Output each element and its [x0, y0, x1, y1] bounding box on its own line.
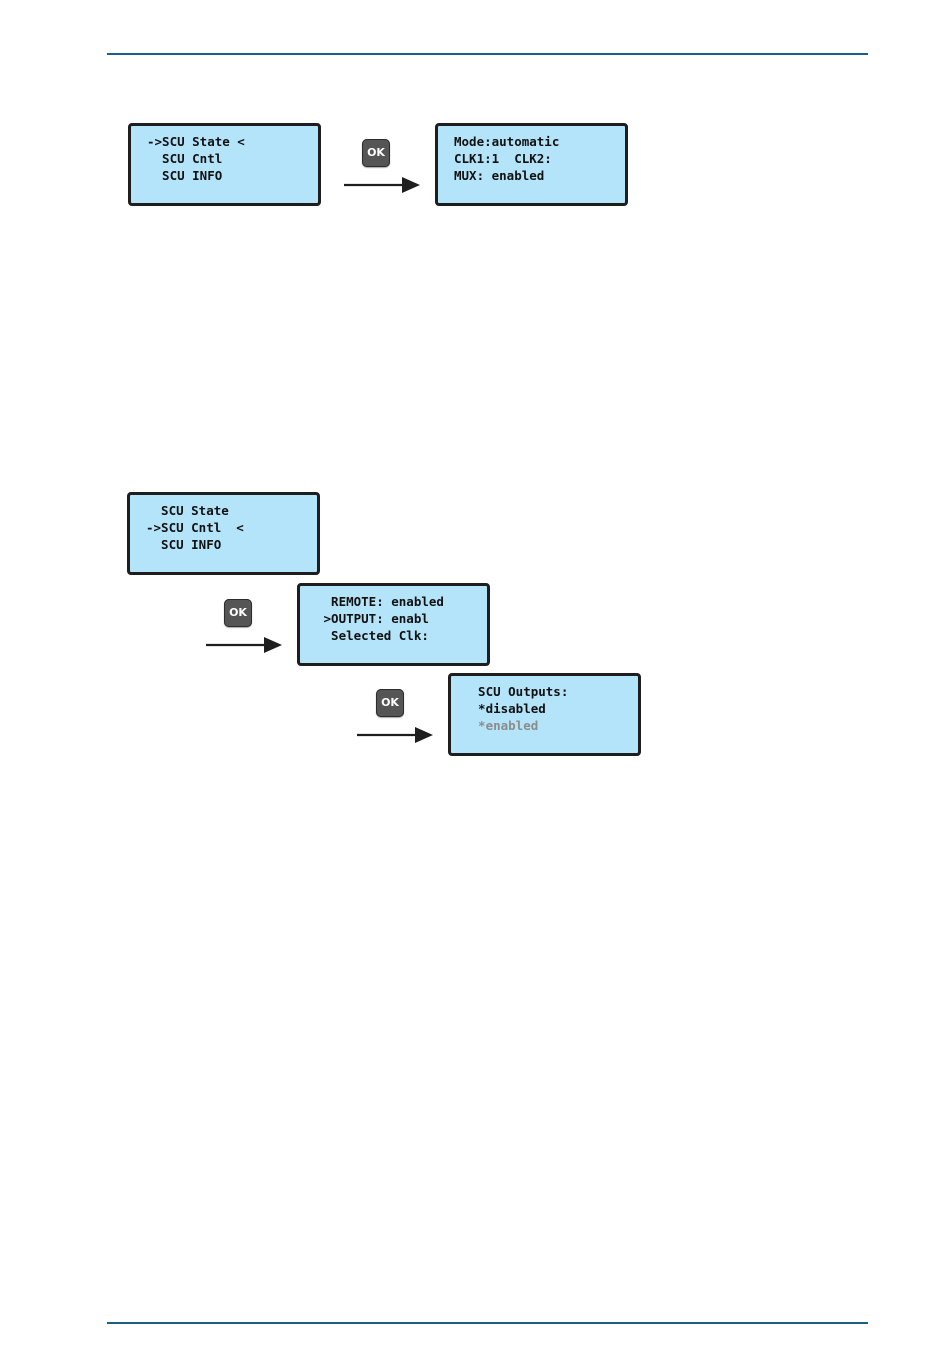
header-rule — [107, 53, 868, 55]
lcd-line: SCU Outputs: — [463, 683, 638, 700]
lcd-line: CLK1:1 CLK2: — [454, 150, 625, 167]
lcd-line: *disabled — [463, 700, 638, 717]
lcd-line: SCU INFO — [146, 536, 317, 553]
lcd-line: SCU Cntl — [147, 150, 318, 167]
footer-rule — [107, 1322, 868, 1324]
lcd-line: ->SCU State < — [147, 133, 318, 150]
ok-key-icon: OK — [362, 139, 390, 167]
lcd-line: Selected Clk: — [316, 627, 487, 644]
lcd-line: MUX: enabled — [454, 167, 625, 184]
lcd-line: REMOTE: enabled — [316, 593, 487, 610]
ok-key-icon: OK — [224, 599, 252, 627]
lcd-scu-state-info: Mode:automatic CLK1:1 CLK2: MUX: enabled — [435, 123, 628, 206]
lcd-line: SCU INFO — [147, 167, 318, 184]
lcd-line: SCU State — [146, 502, 317, 519]
lcd-menu-scu-state: ->SCU State < SCU Cntl SCU INFO — [128, 123, 321, 206]
ok-key-icon: OK — [376, 689, 404, 717]
right-arrow-icon — [357, 726, 433, 744]
lcd-line: >OUTPUT: enabl — [316, 610, 487, 627]
lcd-line: *enabled — [463, 717, 638, 734]
lcd-line: ->SCU Cntl < — [146, 519, 317, 536]
lcd-scu-outputs: SCU Outputs: *disabled *enabled — [448, 673, 641, 756]
right-arrow-icon — [344, 176, 420, 194]
lcd-menu-scu-cntl: SCU State ->SCU Cntl < SCU INFO — [127, 492, 320, 575]
lcd-scu-control: REMOTE: enabled >OUTPUT: enabl Selected … — [297, 583, 490, 666]
lcd-line: Mode:automatic — [454, 133, 625, 150]
right-arrow-icon — [206, 636, 282, 654]
